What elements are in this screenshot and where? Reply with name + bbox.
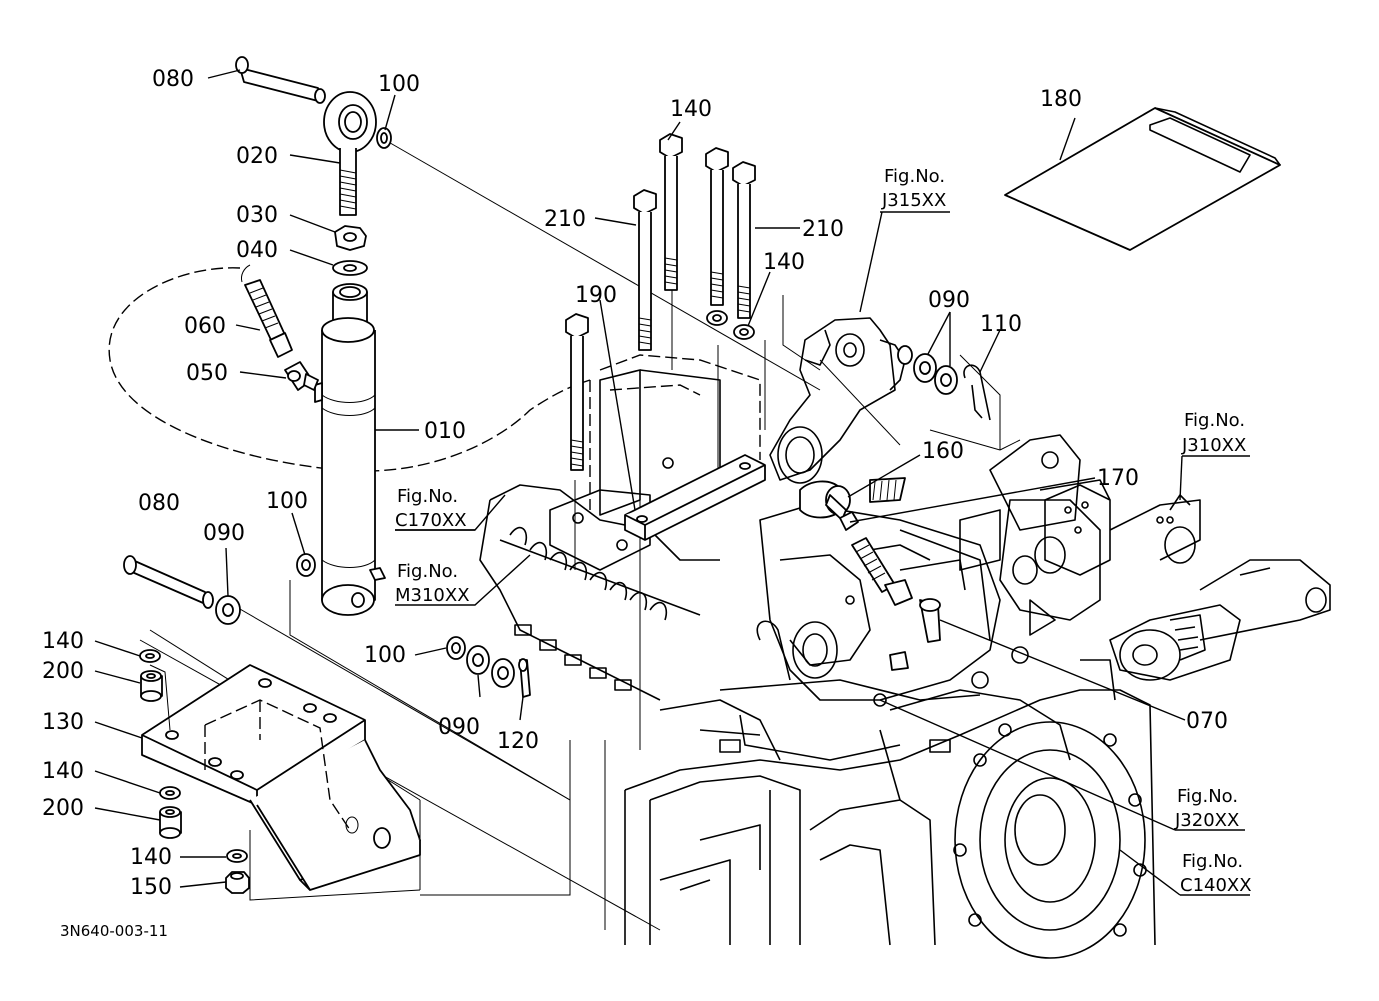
part-080-top-pin — [235, 56, 326, 104]
label-140-a: 140 — [42, 629, 84, 654]
label-080-bottom: 080 — [138, 491, 180, 516]
label-210-left: 210 — [544, 207, 586, 232]
part-130-bracket — [141, 664, 421, 891]
part-140-150-stack-c — [225, 849, 250, 894]
part-140-200-stack-a — [139, 649, 163, 702]
label-150: 150 — [130, 875, 172, 900]
fig-ref-j320-code: J320XX — [1174, 810, 1239, 831]
label-110: 110 — [980, 312, 1022, 337]
fig-ref-j320-title: Fig.No. — [1177, 786, 1238, 807]
fig-ref-j315-code: J315XX — [881, 190, 946, 211]
label-120: 120 — [497, 729, 539, 754]
fig-ref-c170-code: C170XX — [395, 510, 467, 531]
part-140-200-stack-b — [159, 786, 182, 839]
part-020-rod-end — [323, 91, 377, 216]
leader-lines — [94, 69, 1250, 896]
label-020: 020 — [236, 144, 278, 169]
label-090-left: 090 — [203, 521, 245, 546]
fig-ref-j315-title: Fig.No. — [884, 166, 945, 187]
label-090-bottom: 090 — [438, 715, 480, 740]
label-140-c: 140 — [130, 845, 172, 870]
part-100-090-120-group — [446, 636, 531, 698]
label-140-top: 140 — [670, 97, 712, 122]
label-040: 040 — [236, 238, 278, 263]
part-090-left-washer — [215, 595, 241, 625]
part-160-170-fittings — [799, 477, 906, 531]
part-030-nut — [334, 225, 367, 251]
part-090-right-washers — [897, 345, 958, 395]
label-100-bottom: 100 — [364, 643, 406, 668]
label-080-top: 080 — [152, 67, 194, 92]
label-190: 190 — [575, 283, 617, 308]
part-080-bottom-pin — [123, 555, 214, 609]
fig-ref-m310-title: Fig.No. — [397, 561, 458, 582]
fig-ref-c140-title: Fig.No. — [1182, 851, 1243, 872]
part-040-washer — [332, 260, 368, 276]
drawing-code: 3N640-003-11 — [60, 922, 168, 940]
part-070-hose-fitting — [851, 537, 941, 671]
label-180: 180 — [1040, 87, 1082, 112]
label-160: 160 — [922, 439, 964, 464]
part-060-hose — [241, 264, 293, 358]
label-060: 060 — [184, 314, 226, 339]
part-labels: 080 100 020 030 040 060 050 010 100 080 … — [42, 67, 1228, 900]
part-180-sheet — [1004, 107, 1281, 251]
part-110-clip — [963, 364, 991, 421]
fig-ref-c170-title: Fig.No. — [397, 486, 458, 507]
transmission-housing — [479, 317, 1331, 959]
label-140-right: 140 — [763, 250, 805, 275]
part-050-fitting — [284, 361, 319, 391]
label-090-right: 090 — [928, 288, 970, 313]
fig-ref-j310-title: Fig.No. — [1184, 410, 1245, 431]
label-130: 130 — [42, 710, 84, 735]
part-210-bolts — [565, 133, 756, 471]
part-100-top-washer — [376, 127, 392, 149]
part-140-washers — [706, 310, 755, 340]
label-200-a: 200 — [42, 659, 84, 684]
fig-ref-m310-code: M310XX — [395, 585, 470, 606]
figure-references: Fig.No. J315XX Fig.No. C170XX Fig.No. M3… — [395, 166, 1252, 896]
label-070: 070 — [1186, 709, 1228, 734]
label-170: 170 — [1097, 466, 1139, 491]
fig-ref-c140-code: C140XX — [1180, 875, 1252, 896]
part-100-mid-washer — [296, 553, 316, 577]
label-200-b: 200 — [42, 796, 84, 821]
part-190-bar — [624, 454, 766, 541]
label-050: 050 — [186, 361, 228, 386]
label-140-b: 140 — [42, 759, 84, 784]
fig-ref-j310-code: J310XX — [1181, 435, 1246, 456]
label-010: 010 — [424, 419, 466, 444]
label-100-mid: 100 — [266, 489, 308, 514]
part-010-cylinder — [314, 283, 386, 616]
label-100-top: 100 — [378, 72, 420, 97]
label-030: 030 — [236, 203, 278, 228]
label-210-right: 210 — [802, 217, 844, 242]
